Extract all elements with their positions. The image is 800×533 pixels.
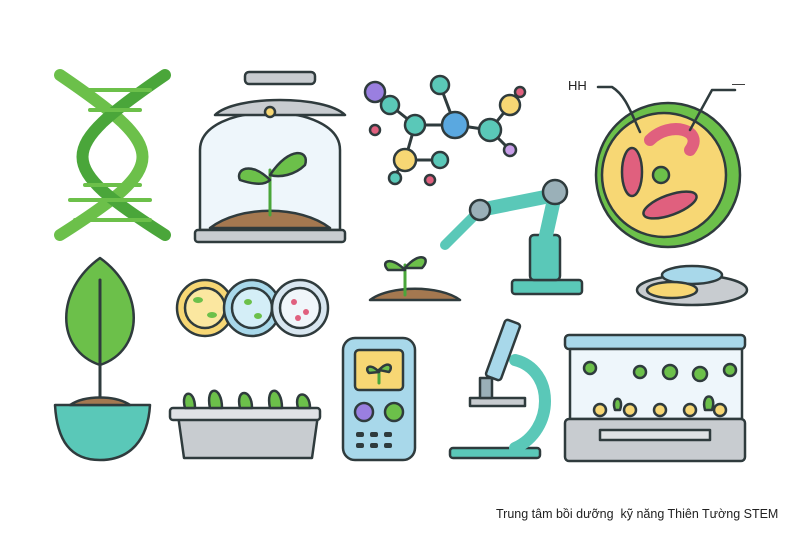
molecule-icon xyxy=(363,74,527,187)
dna-icon xyxy=(54,69,171,241)
grow-box-icon xyxy=(563,333,747,463)
petri-dishes-icon xyxy=(175,278,330,338)
microscope-icon xyxy=(448,318,551,460)
caption-text: Trung tâm bồi dưỡng kỹ năng Thiên Tường … xyxy=(496,507,779,521)
cell-icon xyxy=(594,85,742,249)
handheld-device-icon xyxy=(341,336,417,462)
cell-label-right: — xyxy=(732,76,745,91)
potted-leaf-icon xyxy=(53,256,152,462)
seedling-tray-icon xyxy=(168,389,322,460)
petri-stack-icon xyxy=(635,264,749,307)
robotic-arm-icon xyxy=(368,178,584,302)
cell-label-left: HH xyxy=(568,78,587,93)
terrarium-icon xyxy=(193,70,347,244)
